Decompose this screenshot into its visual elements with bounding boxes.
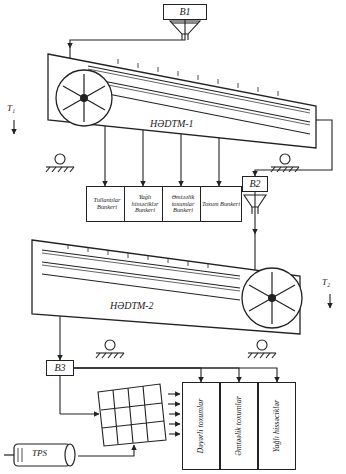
flow-line [70,20,185,48]
flow-line [142,152,143,186]
drawing-part [218,138,219,152]
node-label: Əmtəəlik toxumlar [235,385,244,467]
node-label: TPS [30,449,49,459]
feed-line [60,413,99,414]
bunker-box: B1 [163,4,207,20]
drawing-part [14,444,70,466]
support-wheel [257,340,267,350]
temperature-label: T₁ [6,104,16,114]
feed-line [59,376,60,414]
drawing-part [48,54,316,148]
drawing-part [42,262,240,288]
product-bin: Dəyərli toxumlar [182,382,220,470]
drawing-part [88,78,310,122]
drawing-part [18,448,22,462]
drawing-part [254,234,255,270]
flow-line [104,152,105,186]
output-arrow [169,423,180,424]
support-wheel [55,154,65,164]
node-label: Tullantılar Bunkeri [87,197,127,210]
drawing-part [68,244,208,268]
node-label: Dəyərli toxumlar [197,385,206,467]
drawing-part [180,134,181,152]
separator-machine: HƏDTM-2 [28,234,320,338]
drawing-part [88,81,310,125]
separator-machine: HƏDTM-1 [28,48,320,152]
node-label: Yağlı hissəciklər [273,385,282,467]
drawing-part [56,70,112,126]
drawing-part [63,74,105,122]
drawing-part [142,130,143,152]
drawing-part [69,48,70,58]
drawing-part [59,316,60,338]
flow-line [74,368,277,382]
node-label: HƏDTM-1 [148,118,196,129]
node-label: Toxum Bunkeri [202,201,240,208]
fan-cylinder: TPS [4,442,78,468]
output-arrow [169,413,180,414]
funnel-nozzle [181,34,182,40]
drawing-part [242,268,302,328]
product-bin: Əmtəəlik toxumlar [220,382,258,470]
bunker-box: B3 [46,360,74,376]
funnel-nozzle [257,207,258,214]
node-label: HƏDTM-2 [108,300,156,311]
output-arrow [168,403,180,404]
drawing-part [88,69,310,113]
drawing-part [4,454,14,455]
flow-arrow [329,294,330,308]
separator-machine-outline [28,234,320,338]
flow-line [74,368,201,382]
support-wheel [280,154,290,164]
bunker-box: Tullantılar Bunkeri [86,186,128,222]
separator-screen [60,376,180,456]
funnel-nozzle [187,34,188,40]
drawing-part [249,272,295,324]
drawing-part [65,444,75,466]
separator-machine-outline [28,48,320,152]
drawing-part [316,119,320,120]
bunker-box: Toxum Bunkeri [200,186,242,222]
node-label: B2 [249,179,260,190]
output-arrow [168,393,180,394]
support-wheel [105,340,115,350]
funnel-nozzle [251,207,252,214]
drawing-part [42,250,240,276]
bunker-box: B2 [242,176,268,192]
screen-grid [101,386,164,444]
flow-line [74,368,239,382]
node-label: B1 [179,7,190,18]
node-label: Yağlı hissəciklər Bunkeri [125,194,165,214]
output-arrow [169,433,180,434]
node-label: Əmtəəlik toxumlar Bunkeri [163,194,203,214]
flow-line [254,192,255,234]
bunker-box: Əmtəəlik toxumlar Bunkeri [162,186,204,222]
screen-frame [98,384,166,446]
drawing-part [104,126,105,152]
flow-line [59,338,60,360]
ground-hatch [96,353,276,358]
flow-arrow [13,120,14,134]
air-line [78,445,134,456]
temperature-label: T₂ [321,278,331,288]
node-label: B3 [54,363,65,374]
bunker-box: Yağlı hissəciklər Bunkeri [124,186,166,222]
drawing-part [118,59,278,96]
flow-line [180,152,181,186]
drawing-part [42,274,240,300]
drawing-part [88,66,310,110]
product-bin: Yağlı hissəciklər [258,382,296,470]
drawing-part [88,90,310,134]
flow-line [218,152,219,186]
